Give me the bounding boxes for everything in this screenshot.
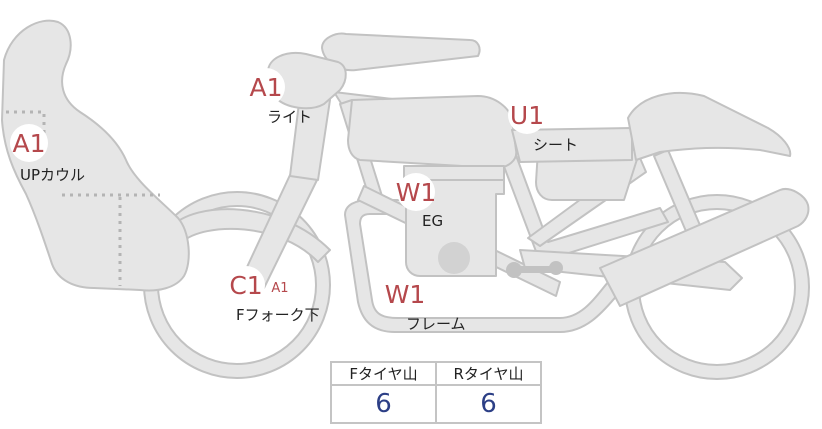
front-tire-value: 6 bbox=[330, 384, 437, 424]
badge-frame: W1 bbox=[385, 275, 425, 313]
badge-ffork-small: A1 bbox=[267, 275, 293, 301]
front-fender bbox=[169, 208, 331, 263]
tire-tread-table: Fタイヤ山 Rタイヤ山 6 6 bbox=[330, 361, 542, 424]
tread-header-row: Fタイヤ山 Rタイヤ山 bbox=[330, 361, 542, 386]
footpeg-left bbox=[506, 262, 522, 278]
label-frame: フレーム bbox=[406, 315, 466, 333]
side-cover bbox=[535, 149, 641, 201]
label-light: ライト bbox=[267, 108, 313, 126]
rear-tire-value: 6 bbox=[435, 384, 542, 424]
badge-eg: W1 bbox=[396, 173, 436, 211]
rear-tire-header: Rタイヤ山 bbox=[435, 361, 542, 386]
upper-cowl bbox=[1, 19, 190, 292]
badge-ffork: C1 bbox=[227, 266, 265, 304]
handlebar bbox=[321, 32, 481, 72]
fuel-tank bbox=[347, 95, 518, 169]
footpeg-bar bbox=[512, 266, 560, 273]
footpeg-right bbox=[549, 261, 563, 275]
badge-light: A1 bbox=[247, 68, 285, 106]
engine-cover bbox=[438, 242, 470, 274]
tread-value-row: 6 6 bbox=[330, 384, 542, 424]
label-eg: EG bbox=[422, 212, 444, 230]
badge-upcowl: A1 bbox=[10, 124, 48, 162]
front-tire-header: Fタイヤ山 bbox=[330, 361, 437, 386]
label-upcowl: UPカウル bbox=[20, 166, 86, 184]
label-seat: シート bbox=[533, 136, 579, 154]
badge-seat: U1 bbox=[508, 96, 546, 134]
label-ffork: Fフォーク下 bbox=[236, 306, 320, 324]
seat-base bbox=[511, 127, 633, 163]
seat-tail bbox=[627, 92, 792, 161]
rear-fender bbox=[599, 188, 810, 307]
